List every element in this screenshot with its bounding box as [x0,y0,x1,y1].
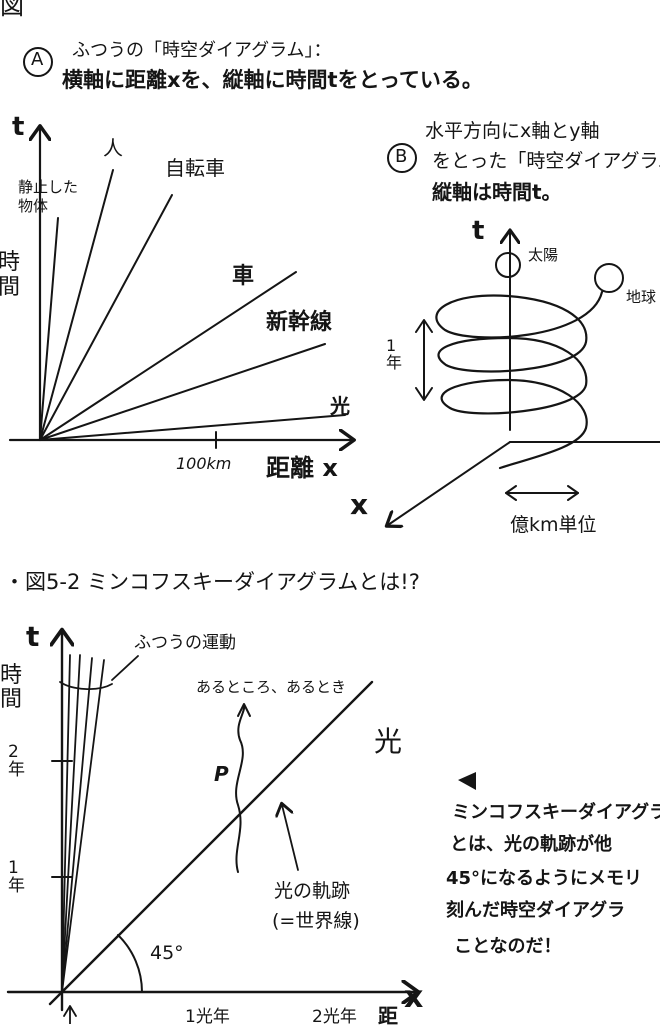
c-tick-2y-label: 2年 [8,742,25,780]
c-bottom-2: 2光年 [312,1007,357,1027]
marker-b: B [395,146,408,167]
b-axis-t: t [472,216,485,246]
unit-span-heads [505,485,579,501]
year-span-heads [415,319,433,401]
a-label-light: 光 [330,394,350,418]
b-year-label: 1年 [386,336,403,372]
b-x-axis [388,441,511,525]
a-axis-x-label: 距離 x [266,454,338,482]
b-sun-label: 太陽 [528,246,559,264]
note-line-2: とは、光の軌跡が他 [450,834,612,855]
c-angle-arc [117,934,143,993]
a-label-shinkansen: 新幹線 [266,310,333,335]
c-lightpath-label: 光の軌跡 [274,880,351,902]
c-light-line [48,680,374,1006]
c-heading: ・図5-2 ミンコフスキーダイアグラムとは!? [4,570,420,594]
marker-a: A [31,49,44,70]
note-line-4: 刻んだ時空ダイアグラ [446,900,626,921]
b-axis-x: x [350,488,369,521]
a-line-bicycle [39,194,173,441]
b-heading-line2: をとった「時空ダイアグラム [432,150,660,172]
c-axis-x: x [404,980,424,1015]
a-label-static: 静止した物体 [18,178,79,215]
earth-icon [594,263,624,293]
a-heading-line1: ふつうの「時空ダイアグラム」： [72,40,332,61]
a-line-person [39,169,114,441]
a-line-light [39,414,346,441]
b-unit-label: 億km単位 [510,514,597,536]
c-ordinary-brace [59,681,113,690]
c-event-worldline [235,704,246,873]
c-axis-t: t [26,620,40,653]
note-pointer-icon [458,772,476,790]
b-earth-label: 地球 [626,288,657,306]
b-heading-line1: 水平方向にx軸とy軸 [425,120,600,142]
c-ordinary-line-2 [61,654,81,993]
c-bottom-1: 1光年 [185,1007,230,1027]
marker-b-circle [387,143,417,173]
b-heading-line3: 縦軸は時間t。 [432,180,562,204]
c-worldline-label: (=世界線) [272,910,360,932]
a-label-person: 人 [103,136,123,160]
c-bottom-3: 距 [378,1004,398,1028]
a-line-static [39,217,59,441]
c-ordinary-leader [111,655,139,681]
a-line-car [39,271,297,441]
c-lightpath-leader [282,805,299,871]
a-line-shinkansen [39,343,326,441]
c-ordinary-label: ふつうの運動 [134,633,236,653]
a-label-car: 車 [232,264,255,289]
note-line-3: 45°になるようにメモリ [446,868,643,889]
c-light-label: 光 [374,725,403,758]
c-origin-arrow-head [63,1005,77,1017]
c-ordinary-line-1 [61,654,71,993]
a-axis-t: t [12,112,25,142]
c-angle-label: 45° [150,942,184,964]
a-heading-line2: 横軸に距離xを、縦軸に時間tをとっている。 [62,68,483,92]
c-event-point: P [214,762,229,786]
note-line-1: ミンコフスキーダイアグラ [452,802,660,823]
c-axis-t-label: 時間 [0,663,23,713]
c-tick-1y-label: 1年 [8,858,25,896]
a-label-bicycle: 自転車 [165,156,225,180]
c-event-arrow [237,703,251,717]
sun-icon [495,252,521,278]
marker-a-circle [23,47,53,77]
a-tick-100km-label: 100km [176,454,232,473]
top-cut-heading: 図 [0,0,24,20]
earth-helix [435,290,604,470]
c-ordinary-line-3 [61,657,93,993]
c-ordinary-line-4 [61,659,105,993]
a-axis-t-label: 時間 [0,250,21,301]
c-event-label: あるところ、あるとき [196,678,347,696]
note-line-5: ことなのだ！ [454,936,562,957]
